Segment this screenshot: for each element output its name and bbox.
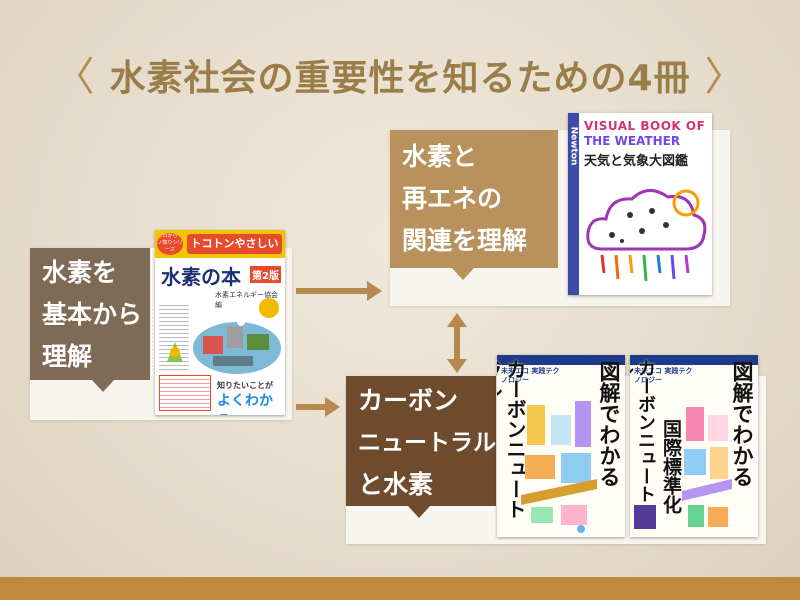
book4-series: 未来エコ 実践テクノロジー [634, 367, 693, 384]
book2-en-title-1: VISUAL BOOK OF [584, 119, 706, 133]
book2-jp-title: 天気と気象大図鑑 [584, 154, 689, 169]
book3-city-illustration [521, 401, 597, 533]
arrow-to-carbon [296, 397, 340, 417]
book1-note [159, 375, 211, 411]
label-basics-line-2: 基本から [42, 300, 143, 329]
book-cover-weather[interactable]: Newton VISUAL BOOK OF THE WEATHER 天気と気象大… [568, 113, 712, 295]
book3-series: 未来エコ 実践テクノロジー [501, 367, 560, 384]
arrow-to-renewables [296, 281, 382, 301]
book2-publisher: Newton [568, 126, 579, 166]
label-basics: 水素を 基本から 理解 [30, 248, 150, 392]
book1-tagline-bottom: よくわかる [217, 393, 273, 415]
book1-sprout-icon [167, 342, 183, 362]
book1-illustration [193, 298, 281, 374]
label-renewables: 水素と 再エネの 関連を理解 [390, 130, 558, 280]
arrow-renewables-carbon [447, 313, 467, 373]
label-carbon-line-1: カーボン [358, 386, 459, 415]
page-title: 〈水素社会の重要性を知るための4冊〉 [0, 44, 800, 102]
label-renewables-line-2: 再エネの [402, 184, 503, 213]
label-carbon-line-3: と水素 [358, 470, 434, 499]
book4-title-c: 国際標準化 [660, 419, 682, 514]
book2-cloud-illustration [586, 189, 707, 282]
bottom-bar [0, 577, 800, 600]
label-renewables-line-1: 水素と [402, 142, 478, 171]
book1-edition: 第2版 [250, 266, 281, 283]
page-title-text: 水素社会の重要性を知るための4冊 [109, 58, 691, 99]
right-bracket-icon: 〉 [704, 54, 746, 100]
book4-city-illustration [682, 407, 732, 527]
book2-en-title-2: THE WEATHER [584, 134, 681, 148]
book1-author: 水素エネルギー協会 編 [215, 291, 278, 309]
label-renewables-line-3: 関連を理解 [402, 226, 528, 255]
left-bracket-icon: 〈 [54, 54, 96, 100]
book1-title: 水素の本 [161, 265, 241, 289]
label-carbon: カーボン ニュートラル と水素 [346, 376, 496, 518]
book1-series: トコトンやさしい [187, 234, 282, 254]
book4-title-a: 図解でわかる [730, 361, 754, 487]
book1-tagline-top: 知りたいことが [217, 381, 273, 390]
book3-title-a: 図解でわかる [597, 361, 621, 487]
book1-badge: 今日からモノ知りシリーズ [157, 233, 183, 255]
label-carbon-line-2: ニュートラル [358, 430, 496, 456]
book-cover-hydrogen[interactable]: 今日からモノ知りシリーズ トコトンやさしい 水素の本 第2版 水素エネルギー協会… [155, 230, 285, 415]
label-basics-line-1: 水素を [42, 258, 118, 287]
book4-accent-block [634, 505, 656, 529]
label-basics-line-3: 理解 [42, 342, 93, 371]
